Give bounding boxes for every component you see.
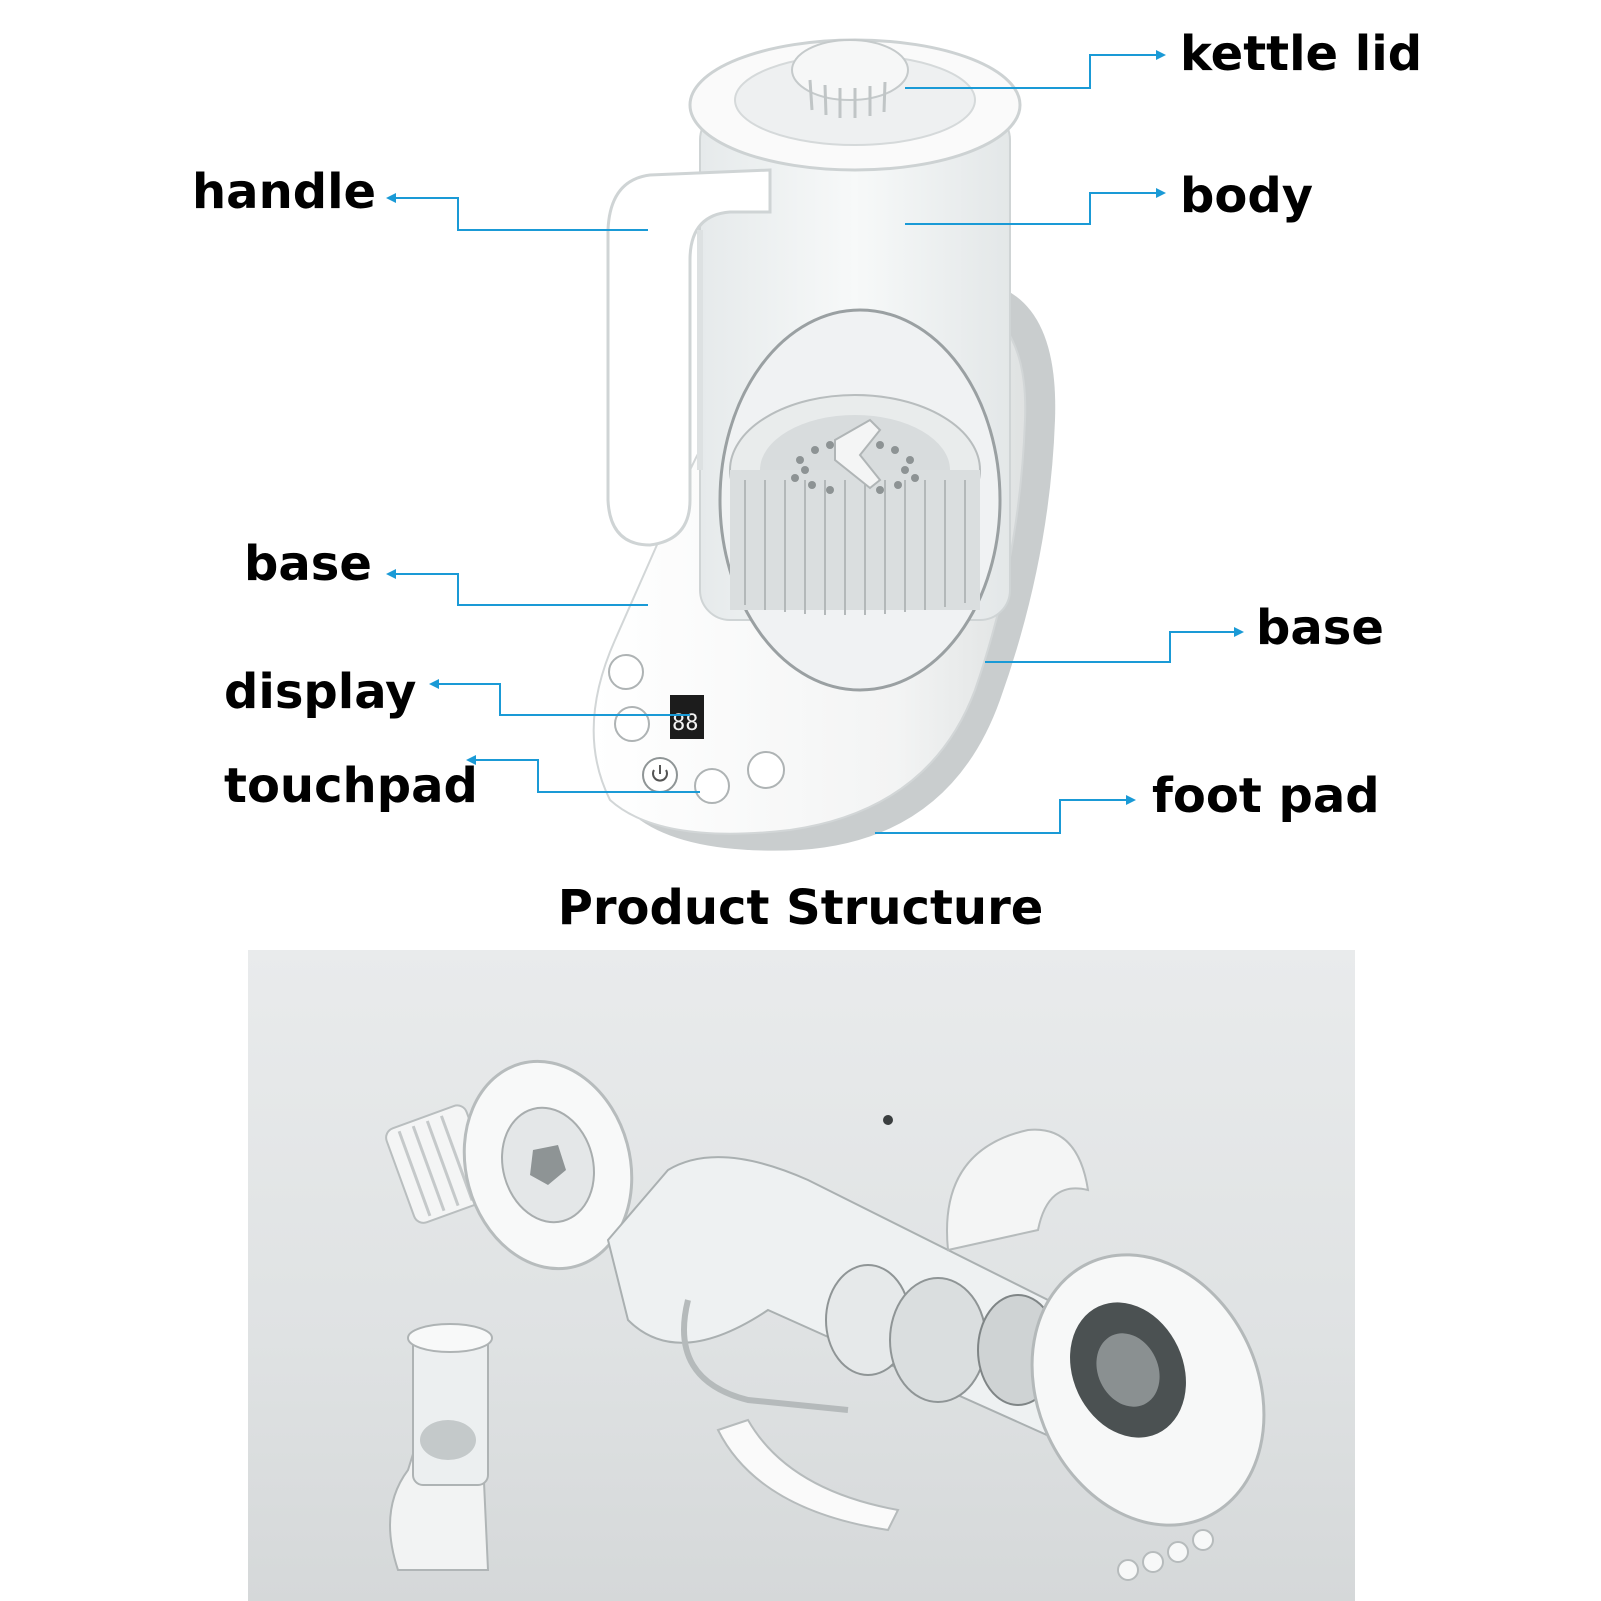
lid-knob-ribs bbox=[808, 79, 887, 118]
digital-display bbox=[670, 695, 704, 739]
assembled-kettle-small bbox=[389, 1323, 493, 1571]
kettle-illustration: 88 bbox=[386, 38, 1244, 851]
label-handle: handle bbox=[192, 164, 377, 220]
exploded-view-photo bbox=[248, 950, 1355, 1601]
label-kettle-lid: kettle lid bbox=[1180, 26, 1423, 82]
leader-base-right bbox=[985, 631, 1238, 663]
touch-button-1 bbox=[608, 654, 644, 690]
exploded-filter-2 bbox=[889, 1277, 987, 1403]
label-display: display bbox=[224, 664, 417, 720]
label-base-right: base bbox=[1256, 600, 1384, 656]
touch-button-power bbox=[642, 757, 678, 793]
label-body: body bbox=[1180, 168, 1313, 224]
exploded-view-illustration bbox=[385, 1059, 1266, 1581]
arrowhead-display bbox=[429, 679, 439, 689]
exploded-handle-frame bbox=[681, 1299, 849, 1413]
arrowheads bbox=[386, 50, 1244, 805]
diagram-title: Product Structure bbox=[557, 880, 1044, 936]
leader-handle bbox=[392, 197, 648, 231]
arrowhead-foot-pad bbox=[1126, 795, 1136, 805]
leader-lines bbox=[392, 54, 1238, 834]
touch-button-5 bbox=[747, 751, 785, 789]
arrowhead-handle bbox=[386, 193, 396, 203]
filter-blade bbox=[834, 418, 882, 490]
label-foot-pad: foot pad bbox=[1152, 768, 1380, 824]
arrowhead-touchpad bbox=[466, 755, 476, 765]
filter-ribs bbox=[744, 480, 966, 615]
arrowhead-body bbox=[1156, 188, 1166, 198]
power-icon bbox=[652, 765, 668, 782]
leader-body bbox=[905, 192, 1160, 225]
leader-touchpad bbox=[472, 759, 700, 793]
lid-knob bbox=[791, 39, 909, 101]
leader-display bbox=[435, 683, 690, 716]
leader-foot-pad bbox=[875, 799, 1130, 834]
touch-button-2 bbox=[614, 706, 650, 742]
filter-cylinder bbox=[730, 470, 980, 610]
label-touchpad: touchpad bbox=[224, 758, 478, 814]
exploded-feet bbox=[1117, 1529, 1214, 1581]
leader-base-left bbox=[392, 573, 648, 606]
arrowhead-base-right bbox=[1234, 627, 1244, 637]
label-base-left: base bbox=[244, 536, 372, 592]
exploded-base-shell bbox=[946, 1128, 1090, 1252]
leader-kettle-lid bbox=[905, 54, 1160, 89]
arrowhead-base-left bbox=[386, 569, 396, 579]
filter-holes bbox=[791, 441, 919, 494]
touch-button-4 bbox=[694, 768, 730, 804]
exploded-handle-piece bbox=[716, 1418, 900, 1532]
kettle-handle bbox=[606, 168, 772, 547]
arrowhead-kettle-lid bbox=[1156, 50, 1166, 60]
